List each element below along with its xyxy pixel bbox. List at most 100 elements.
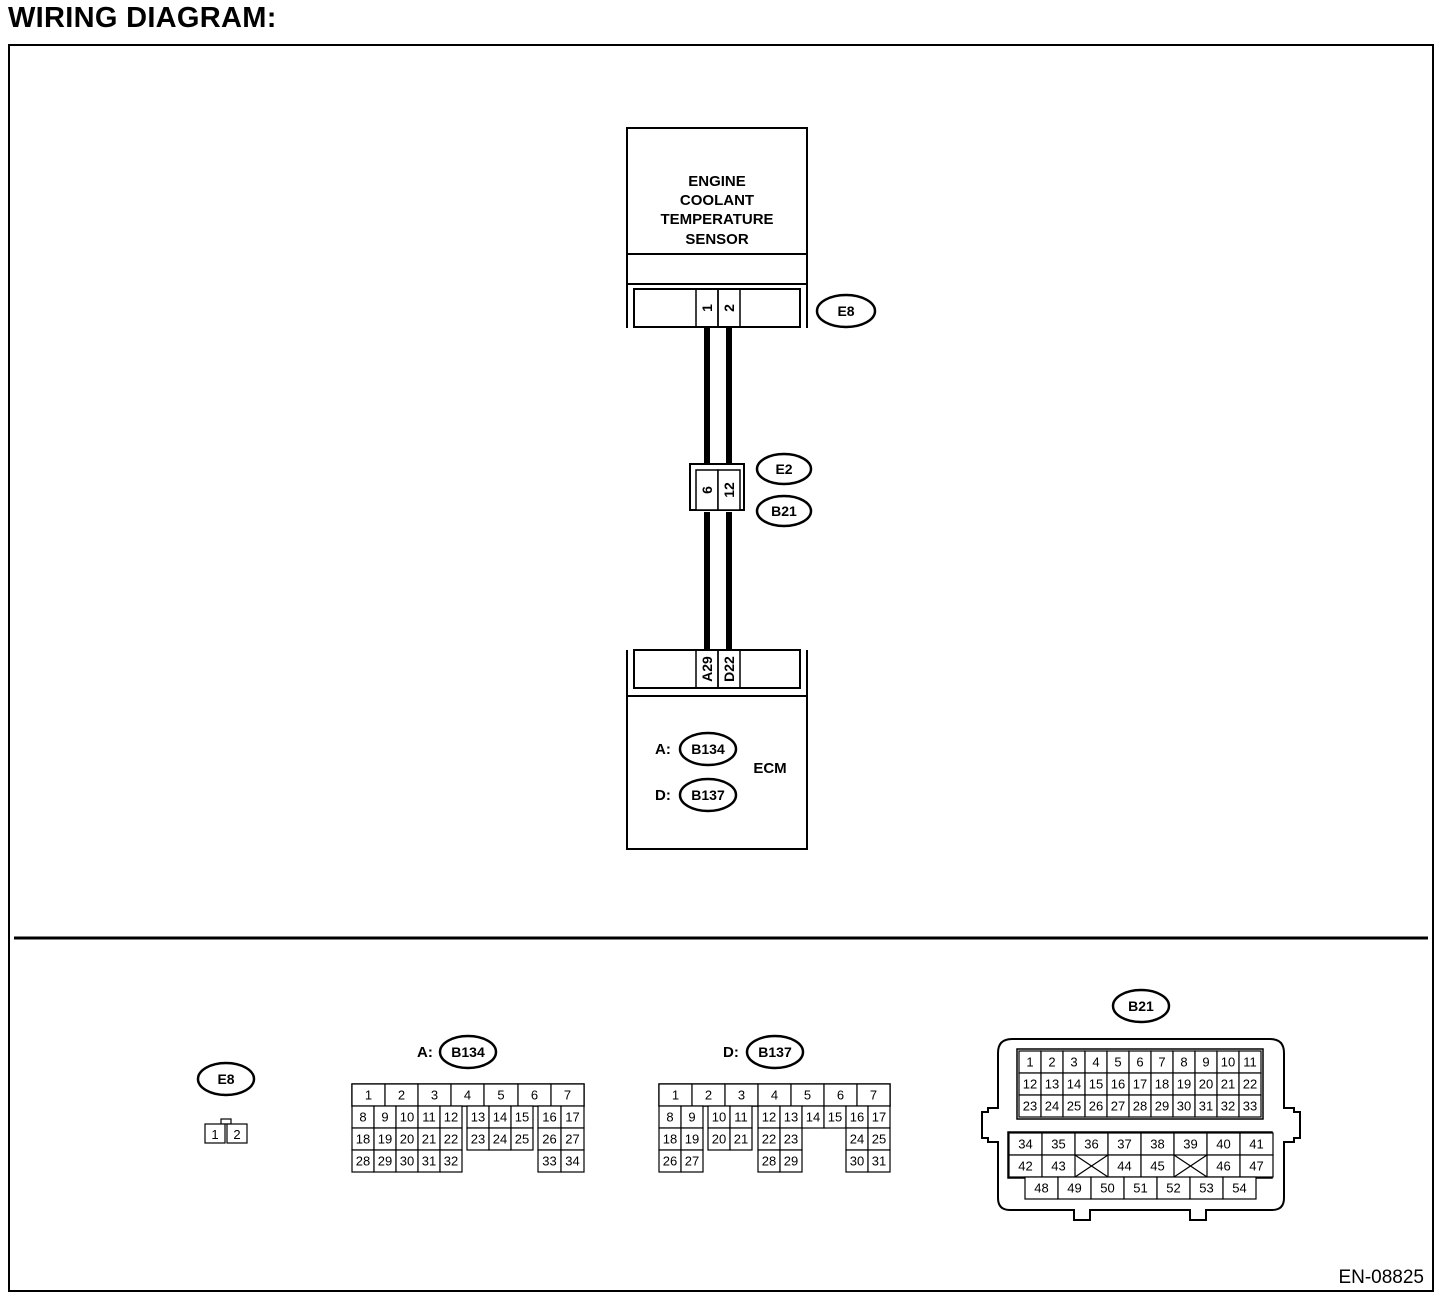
sensor-pin-2: 2 (721, 304, 737, 312)
b21-blank-cavity-mark (1173, 1154, 1208, 1178)
b137-pin-14: 14 (806, 1110, 820, 1125)
ecm-pin-a29: A29 (699, 656, 715, 682)
b137-pin-21-cell (729, 1127, 753, 1151)
e8-view-pin-2: 2 (233, 1127, 240, 1142)
b137-pin-8: 8 (666, 1110, 673, 1125)
diagram-heading: WIRING DIAGRAM: (8, 2, 277, 34)
b137-pin-5: 5 (804, 1088, 811, 1103)
b21-pin-8: 8 (1180, 1055, 1187, 1070)
b134-pin-5: 5 (497, 1088, 504, 1103)
b137-pin-3: 3 (738, 1088, 745, 1103)
b137-pin-2: 2 (705, 1088, 712, 1103)
b137-pin-23: 23 (784, 1132, 798, 1147)
b134-pin-14: 14 (493, 1110, 507, 1125)
b21-pin-4: 4 (1092, 1055, 1099, 1070)
b21-pin-31: 31 (1199, 1099, 1213, 1114)
b21-pin-21: 21 (1221, 1077, 1235, 1092)
ecm-connector (626, 649, 808, 697)
b134-pin-25-cell (510, 1127, 534, 1151)
b137-pin-17: 17 (872, 1110, 886, 1125)
b21-pin-29: 29 (1155, 1099, 1169, 1114)
b21-pin-28: 28 (1133, 1099, 1147, 1114)
b21-pin-43: 43 (1051, 1159, 1065, 1174)
b21-pin-47: 47 (1249, 1159, 1263, 1174)
b137-pin-30: 30 (850, 1154, 864, 1169)
b134-pin-1: 1 (365, 1088, 372, 1103)
b134-pin-13: 13 (471, 1110, 485, 1125)
b21-pin-46: 46 (1216, 1159, 1230, 1174)
b134-pin-4: 4 (464, 1088, 471, 1103)
b21-pin-26: 26 (1089, 1099, 1103, 1114)
b21-pin-39: 39 (1183, 1137, 1197, 1152)
b134-view-prefix: A: (417, 1044, 433, 1061)
b21-pin-19: 19 (1177, 1077, 1191, 1092)
b137-pin-28: 28 (762, 1154, 776, 1169)
b137-pin-15: 15 (828, 1110, 842, 1125)
b21-pin-17: 17 (1133, 1077, 1147, 1092)
b137-pin-26: 26 (663, 1154, 677, 1169)
b134-pin-28: 28 (356, 1154, 370, 1169)
b21-pin-24: 24 (1045, 1099, 1059, 1114)
b21-pin-30: 30 (1177, 1099, 1191, 1114)
b21-pin-52: 52 (1166, 1181, 1180, 1196)
b137-pin-24: 24 (850, 1132, 864, 1147)
b134-pin-12: 12 (444, 1110, 458, 1125)
ecm-connector-d-prefix: D: (655, 787, 671, 804)
b21-pin-27: 27 (1111, 1099, 1125, 1114)
sensor-pin-1: 1 (699, 304, 715, 312)
b137-pin-13: 13 (784, 1110, 798, 1125)
b21-pin-50: 50 (1100, 1181, 1114, 1196)
b21-pin-7: 7 (1158, 1055, 1165, 1070)
b21-pin-16: 16 (1111, 1077, 1125, 1092)
b21-pin-9: 9 (1202, 1055, 1209, 1070)
b134-pin-9: 9 (381, 1110, 388, 1125)
b137-pin-10: 10 (712, 1110, 726, 1125)
b21-pin-53: 53 (1199, 1181, 1213, 1196)
b21-pin-33: 33 (1243, 1099, 1257, 1114)
b134-pin-27: 27 (565, 1132, 579, 1147)
b134-pin-26: 26 (542, 1132, 556, 1147)
sensor-connector-label: E8 (837, 303, 854, 319)
sensor-connector-badge: E8 (815, 293, 877, 329)
b137-pin-22: 22 (762, 1132, 776, 1147)
b134-pin-30: 30 (400, 1154, 414, 1169)
ecm-connector-a-prefix: A: (655, 741, 671, 758)
b134-pin-18: 18 (356, 1132, 370, 1147)
b137-pin-21: 21 (734, 1132, 748, 1147)
b21-pin-18: 18 (1155, 1077, 1169, 1092)
b137-pin-25: 25 (872, 1132, 886, 1147)
coolant-temp-sensor: ENGINE COOLANT TEMPERATURE SENSOR (626, 127, 808, 255)
b134-pin-19: 19 (378, 1132, 392, 1147)
b137-pin-7: 7 (870, 1088, 877, 1103)
b134-pin-2: 2 (398, 1088, 405, 1103)
e8-view-pin-1: 1 (211, 1127, 218, 1142)
b21-pin-36: 36 (1084, 1137, 1098, 1152)
b137-pin-12: 12 (762, 1110, 776, 1125)
b137-pin-6: 6 (837, 1088, 844, 1103)
b134-pin-11: 11 (422, 1110, 436, 1125)
ecm-connector-d-id: B137 (691, 787, 725, 803)
ecm-label: ECM (753, 760, 786, 777)
b134-pin-3: 3 (431, 1088, 438, 1103)
b137-pin-11: 11 (734, 1110, 748, 1125)
b134-pin-6: 6 (531, 1088, 538, 1103)
b137-pin-4: 4 (771, 1088, 778, 1103)
b134-pin-8: 8 (359, 1110, 366, 1125)
b21-pin-20: 20 (1199, 1077, 1213, 1092)
b21-pin-1: 1 (1026, 1055, 1033, 1070)
b137-pin-27: 27 (685, 1154, 699, 1169)
b21-pin-5: 5 (1114, 1055, 1121, 1070)
b134-pin-32-cell (439, 1149, 463, 1173)
ecm-pin-d22: D22 (721, 656, 737, 682)
joint-badge-e2: E2 (755, 452, 813, 486)
sensor-title-line-2: COOLANT (680, 192, 754, 209)
b134-pin-33: 33 (542, 1154, 556, 1169)
b21-pin-12: 12 (1023, 1077, 1037, 1092)
b21-pin-25: 25 (1067, 1099, 1081, 1114)
b137-pin-27-cell (680, 1149, 704, 1173)
e8-view-label: E8 (217, 1071, 234, 1087)
joint-badge-b21: B21 (755, 494, 813, 528)
